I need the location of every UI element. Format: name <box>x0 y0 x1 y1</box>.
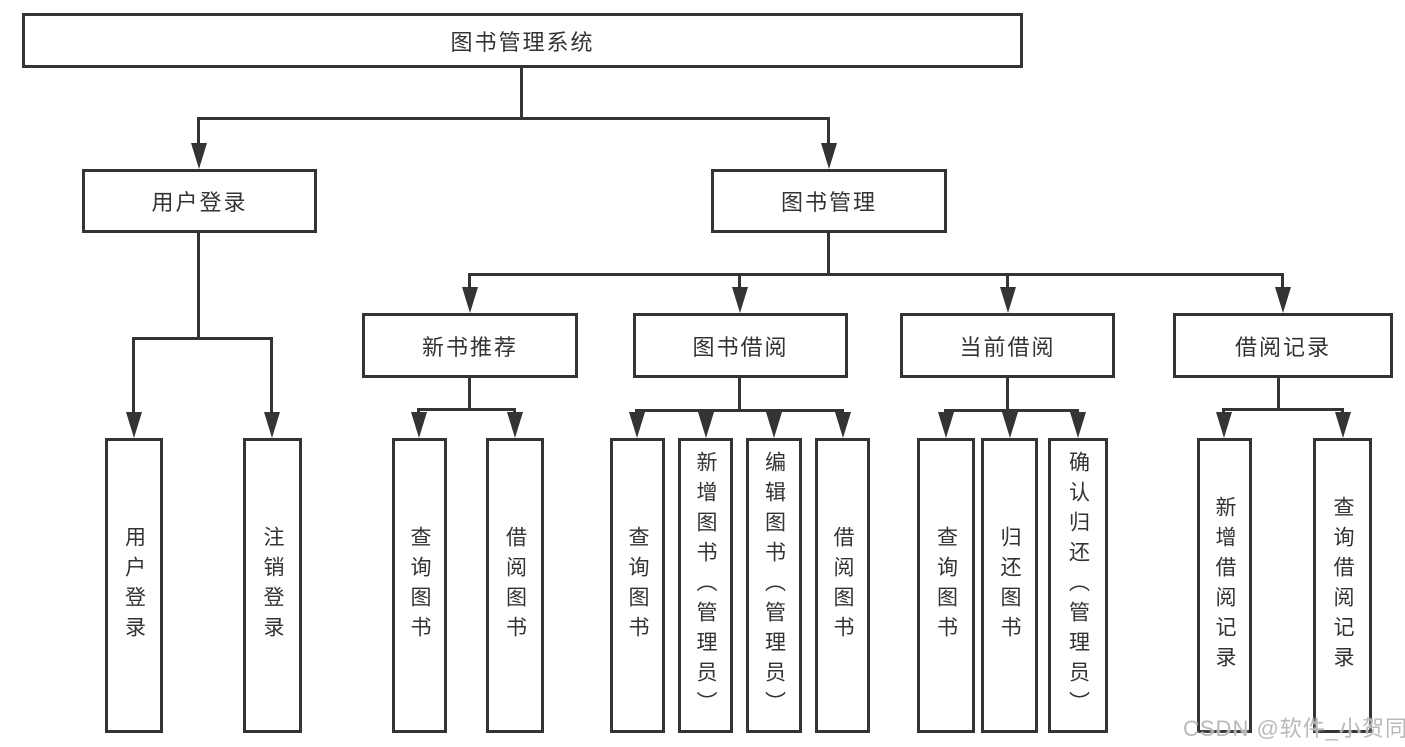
leaf-logout-label: 注销登录 <box>261 525 284 646</box>
leaf-edit-books-admin: 编辑图书（管理员） <box>746 438 802 733</box>
arrow-down-icon <box>507 412 523 438</box>
connector-arrow-book-management-stem <box>827 117 830 147</box>
connector-arrow-current-stem <box>1006 273 1009 291</box>
connector-book-management-stem <box>827 233 830 273</box>
leaf-query-books-recommend-label: 查询图书 <box>408 525 431 646</box>
leaf-query-borrow-record-label: 查询借阅记录 <box>1331 495 1354 676</box>
connector-level2-hline <box>197 117 830 120</box>
leaf-user-login-label: 用户登录 <box>122 525 146 646</box>
leaf-borrow-books-recommend-label: 借阅图书 <box>503 525 527 646</box>
arrow-down-icon <box>698 412 714 438</box>
arrow-down-icon <box>191 143 207 169</box>
arrow-down-icon <box>462 287 478 313</box>
leaf-return-books-label: 归还图书 <box>998 525 1021 646</box>
connector-group5-hline <box>1222 408 1344 411</box>
connector-user-login-stem <box>197 233 200 340</box>
node-new-book-recommendation-label: 新书推荐 <box>421 334 518 360</box>
leaf-add-books-admin-label: 新增图书（管理员） <box>694 450 717 721</box>
connector-arrow-user-login-stem <box>197 117 200 147</box>
arrow-down-icon <box>821 143 837 169</box>
arrow-down-icon <box>938 412 954 438</box>
arrow-down-icon <box>126 412 142 438</box>
node-borrowing-records: 借阅记录 <box>1173 313 1393 378</box>
leaf-query-borrow-record: 查询借阅记录 <box>1313 438 1372 733</box>
leaf-query-books-borrow-label: 查询图书 <box>626 525 649 646</box>
node-user-login: 用户登录 <box>82 169 317 233</box>
arrow-down-icon <box>1002 412 1018 438</box>
leaf-borrow-books-borrow: 借阅图书 <box>815 438 870 733</box>
node-current-borrowing: 当前借阅 <box>900 313 1115 378</box>
connector-records-stem <box>1277 378 1280 411</box>
node-root-label: 图书管理系统 <box>450 29 595 55</box>
connector-recommend-stem <box>468 378 471 411</box>
connector-arrow-borrowing-stem <box>738 273 741 291</box>
leaf-borrow-books-recommend: 借阅图书 <box>486 438 544 733</box>
connector-root-stem <box>520 68 523 117</box>
arrow-down-icon <box>411 412 427 438</box>
connector-arrow-leaf-stem <box>270 337 273 415</box>
arrow-down-icon <box>264 412 280 438</box>
leaf-query-books-current: 查询图书 <box>917 438 975 733</box>
node-borrowing-records-label: 借阅记录 <box>1234 334 1331 360</box>
leaf-confirm-return-admin-label: 确认归还（管理员） <box>1066 450 1090 721</box>
node-current-borrowing-label: 当前借阅 <box>959 334 1056 360</box>
arrow-down-icon <box>1070 412 1086 438</box>
arrow-down-icon <box>1335 412 1351 438</box>
connector-group2-hline <box>417 408 516 411</box>
arrow-down-icon <box>1275 287 1291 313</box>
leaf-return-books: 归还图书 <box>981 438 1038 733</box>
connector-arrow-records-stem <box>1281 273 1284 291</box>
leaf-query-books-recommend: 查询图书 <box>392 438 447 733</box>
leaf-logout: 注销登录 <box>243 438 302 733</box>
node-new-book-recommendation: 新书推荐 <box>362 313 578 378</box>
connector-current-stem <box>1006 378 1009 412</box>
leaf-confirm-return-admin: 确认归还（管理员） <box>1048 438 1108 733</box>
arrow-down-icon <box>629 412 645 438</box>
node-user-login-label: 用户登录 <box>151 190 248 215</box>
leaf-query-books-current-label: 查询图书 <box>934 525 958 646</box>
node-root: 图书管理系统 <box>22 13 1023 68</box>
node-book-borrowing: 图书借阅 <box>633 313 848 378</box>
connector-group3-hline <box>635 409 844 412</box>
leaf-edit-books-admin-label: 编辑图书（管理员） <box>762 450 786 721</box>
leaf-user-login: 用户登录 <box>105 438 163 733</box>
arrow-down-icon <box>732 287 748 313</box>
arrow-down-icon <box>835 412 851 438</box>
connector-arrow-leaf-stem <box>132 337 135 415</box>
connector-group4-hline <box>944 409 1079 412</box>
connector-group1-hline <box>132 337 273 340</box>
connector-level3-hline <box>468 273 1284 276</box>
node-book-borrowing-label: 图书借阅 <box>692 334 789 360</box>
node-book-management-label: 图书管理 <box>780 190 877 215</box>
arrow-down-icon <box>1000 287 1016 313</box>
node-book-management: 图书管理 <box>711 169 947 233</box>
arrow-down-icon <box>766 412 782 438</box>
leaf-add-books-admin: 新增图书（管理员） <box>678 438 733 733</box>
leaf-query-books-borrow: 查询图书 <box>610 438 665 733</box>
leaf-add-borrow-record-label: 新增借阅记录 <box>1213 495 1236 676</box>
connector-borrowing-stem <box>738 378 741 412</box>
leaf-borrow-books-borrow-label: 借阅图书 <box>831 525 854 646</box>
arrow-down-icon <box>1216 412 1232 438</box>
connector-arrow-recommend-stem <box>468 273 471 291</box>
leaf-add-borrow-record: 新增借阅记录 <box>1197 438 1252 733</box>
csdn-watermark: CSDN @软件_小贺同学 <box>1183 716 1405 741</box>
